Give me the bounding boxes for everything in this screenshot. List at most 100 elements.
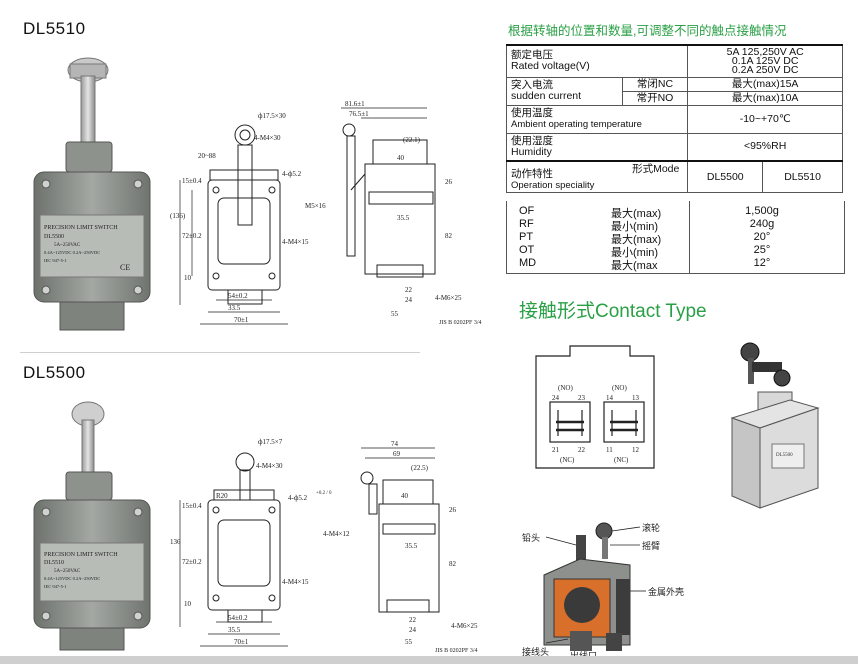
dim-m4x12: 4-M4×12 <box>323 530 350 538</box>
product-photo-top: PRECISION LIMIT SWITCH DL5500 5A~250VAC … <box>33 57 151 331</box>
dim-m4x30-bottom: 4-M4×30 <box>256 462 283 470</box>
mode-dl5500: DL5500 <box>687 160 764 193</box>
photo-label-line5-b: IEC 947-5-1 <box>44 584 67 589</box>
contact-type-title: 接触形式Contact Type <box>519 301 707 322</box>
photo-label-line4: 0.4A~125VDC 0.2A~250VDC <box>44 250 100 255</box>
terminal-23: 23 <box>578 394 586 402</box>
rated-voltage-val-3: 0.2A 250V DC <box>731 63 799 76</box>
temp-en: Ambient operating temperature <box>511 119 642 130</box>
op-limit: 最小(min) <box>611 247 659 259</box>
sudden-current-en: sudden current <box>511 90 582 102</box>
dim-54-bottom: 54±0.2 <box>228 614 248 622</box>
dim-m4x15-bottom: 4-M4×15 <box>282 578 309 586</box>
dim-355b-bottom: 35.5 <box>405 542 418 550</box>
op-limit: 最大(max) <box>611 208 662 220</box>
dim-765: 76.5±1 <box>349 110 369 118</box>
no-value: 最大(max)10A <box>687 90 843 106</box>
dim-roller-bottom: ф17.5×7 <box>258 438 283 446</box>
op-code: PT <box>519 231 534 243</box>
dim-54-top: 54±0.2 <box>228 292 248 300</box>
humidity-value: <95%RH <box>687 132 843 162</box>
drawing-top-side: 81.6±1 76.5±1 (22.1) 40 26 M5×16 35.5 82… <box>305 100 482 326</box>
photo-label-line3-b: 5A~250VAC <box>54 569 81 574</box>
product-photo-bottom: PRECISION LIMIT SWITCH DL5510 5A~250VAC … <box>33 401 151 651</box>
spec-title: 根据转轴的位置和数量,可调整不同的触点接触情况 <box>508 24 787 38</box>
op-code: RF <box>519 218 534 230</box>
dim-m4x15-top: 4-M4×15 <box>282 238 309 246</box>
label-roller: 滚轮 <box>642 522 660 533</box>
op-value: 20° <box>753 231 771 243</box>
op-code: OF <box>519 205 535 217</box>
ce-mark: CE <box>120 263 130 272</box>
section-divider <box>20 352 420 353</box>
dim-335-top: 33.5 <box>228 304 241 312</box>
contact-no-left: (NO) <box>558 384 573 392</box>
dim-hole-top: 4-ф5.2 <box>282 170 302 178</box>
drawing-bottom-side: 74 69 (22.5) 40 26 4-M4×12 35.5 82 22 24… <box>323 440 478 654</box>
dim-conduit-top: JIS B 0202PF 3/4 <box>439 320 482 326</box>
dim-82-bottom: 82 <box>449 560 457 568</box>
label-case: 金属外壳 <box>648 586 684 597</box>
dim-69: 69 <box>393 450 401 458</box>
dim-816: 81.6±1 <box>345 100 365 108</box>
label-outlet: 出线口 <box>570 650 597 660</box>
mini-switch-label: DL5500 <box>776 453 793 458</box>
dim-15-top: 15±0.4 <box>182 177 202 185</box>
terminal-11: 11 <box>606 446 613 454</box>
temp-value: -10~+70℃ <box>687 104 843 134</box>
photo-label-line4-b: 0.4A~125VDC 0.2A~250VDC <box>44 576 100 581</box>
photo-label-line1-b: PRECISION LIMIT SWITCH <box>44 552 118 558</box>
dim-26-top: 26 <box>445 178 453 186</box>
dim-10-bottom: 10 <box>184 600 192 608</box>
dim-22-bottom: 22 <box>409 616 417 624</box>
no-label: 常开NO <box>621 90 689 106</box>
dim-26-bottom: 26 <box>449 506 457 514</box>
op-value: 25° <box>753 244 771 256</box>
dim-24-top: 24 <box>405 296 413 304</box>
dim-range-top: 20~88 <box>198 152 216 160</box>
drawing-bottom-front: ф17.5×7 4-M4×30 R20 4-ф5.2 +0.2 / 0 15±0… <box>170 438 332 647</box>
dim-24-bottom: 24 <box>409 626 417 634</box>
photo-label-line5: IEC 947-5-1 <box>44 258 67 263</box>
op-en: Operation speciality <box>511 180 595 191</box>
dim-82-top: 82 <box>445 232 453 240</box>
terminal-24: 24 <box>552 394 560 402</box>
photo-label-model: DL5500 <box>44 234 64 240</box>
humidity-en: Humidity <box>511 145 552 158</box>
photo-label-line1: PRECISION LIMIT SWITCH <box>44 225 118 231</box>
row-operation-header: 形式Mode 动作特性 Operation speciality DL5500 … <box>505 160 843 193</box>
op-code: MD <box>519 257 537 269</box>
dim-55-top: 55 <box>391 310 399 318</box>
op-value: 1,500g <box>745 205 779 217</box>
photo-label-line3: 5A~250VAC <box>54 243 81 248</box>
label-lead: 铅头 <box>522 532 540 543</box>
op-limit: 最大(max <box>611 260 658 272</box>
bottom-bar <box>0 656 858 664</box>
dim-22-top: 22 <box>405 286 413 294</box>
temp-cn: 使用温度 <box>511 107 553 119</box>
dim-10-top: 10 <box>184 274 192 282</box>
photo-label-model-b: DL5510 <box>44 560 64 566</box>
dim-m5x16: M5×16 <box>305 202 326 210</box>
drawing-top-front: ф17.5×30 4-M4×30 20~88 15±0.4 (136) 72±0… <box>170 112 309 325</box>
rated-voltage-val-1: 5A 125,250V AC <box>726 45 804 58</box>
terminal-12: 12 <box>632 446 640 454</box>
dim-m6x25-bottom: 4-M6×25 <box>451 622 478 630</box>
label-terminal: 接线头 <box>522 646 549 657</box>
dim-221: (22.1) <box>403 136 421 144</box>
dim-40-bottom: 40 <box>401 492 409 500</box>
dim-40-top: 40 <box>397 154 405 162</box>
terminal-13: 13 <box>632 394 640 402</box>
contact-nc-left: (NC) <box>560 456 575 464</box>
sudden-current-cn: 突入电流 <box>511 79 553 91</box>
dim-355-top: 35.5 <box>397 214 410 222</box>
mode-label: 形式Mode <box>632 163 680 175</box>
dim-136-bottom: 136 <box>170 538 181 546</box>
dim-225: (22.5) <box>411 464 429 472</box>
dim-70-bottom: 70±1 <box>234 638 249 646</box>
